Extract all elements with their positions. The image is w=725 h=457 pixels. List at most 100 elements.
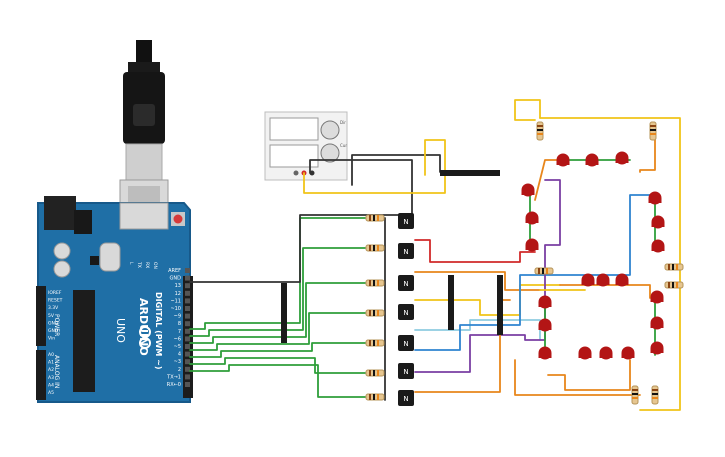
digital-pin-socket[interactable] xyxy=(185,328,190,334)
wire-base-signal[interactable] xyxy=(189,217,366,330)
wire-base-signal[interactable] xyxy=(189,364,366,398)
reset-button[interactable] xyxy=(173,214,183,224)
red-led[interactable] xyxy=(648,191,662,205)
terminal-ground[interactable] xyxy=(293,170,299,176)
resistor[interactable] xyxy=(651,385,659,405)
wiring xyxy=(189,99,681,411)
npn-transistor[interactable]: N xyxy=(398,335,414,351)
resistor[interactable] xyxy=(365,369,385,377)
wire-collector-5[interactable] xyxy=(414,194,651,351)
npn-transistor[interactable]: N xyxy=(398,213,414,229)
wire-led-tr[interactable] xyxy=(639,139,656,173)
transistor-body xyxy=(398,363,414,379)
red-led[interactable] xyxy=(615,151,629,165)
current-knob[interactable] xyxy=(320,143,340,163)
resistor[interactable] xyxy=(664,281,684,289)
red-led[interactable] xyxy=(538,346,552,360)
wire-base-signal[interactable] xyxy=(189,357,366,374)
usb-logo-icon xyxy=(133,104,155,126)
red-led[interactable] xyxy=(525,211,539,225)
wire-led-top-loop[interactable] xyxy=(514,99,541,121)
power-header-strip xyxy=(36,286,46,346)
analog-pin-label: A5 xyxy=(48,390,54,396)
wire-collector-4[interactable] xyxy=(414,319,541,341)
red-led[interactable] xyxy=(521,183,535,197)
transistor-body xyxy=(398,335,414,351)
transistor-label: N xyxy=(403,248,408,256)
digital-pin-socket[interactable] xyxy=(185,283,190,289)
wire-base-signal[interactable] xyxy=(189,342,366,358)
wire-led-bottom-loop[interactable] xyxy=(514,359,641,396)
red-led[interactable] xyxy=(596,273,610,287)
wire-collector-7[interactable] xyxy=(414,299,511,393)
red-led[interactable] xyxy=(651,215,665,229)
red-led[interactable] xyxy=(650,341,664,355)
wire-led-right-mid[interactable] xyxy=(559,284,651,299)
digital-pin-socket[interactable] xyxy=(185,268,190,273)
wire-base-signal[interactable] xyxy=(189,282,366,344)
npn-transistor[interactable]: N xyxy=(398,363,414,379)
npn-transistor[interactable]: N xyxy=(398,243,414,259)
resistor[interactable] xyxy=(365,214,385,222)
digital-pin-socket[interactable] xyxy=(185,306,190,311)
resistor[interactable] xyxy=(365,339,385,347)
digital-pin-socket[interactable] xyxy=(185,382,190,387)
red-led[interactable] xyxy=(538,295,552,309)
resistor[interactable] xyxy=(365,309,385,317)
npn-transistor[interactable]: N xyxy=(398,304,414,320)
red-led[interactable] xyxy=(651,239,665,253)
digital-pin-socket[interactable] xyxy=(185,321,190,327)
digital-pin-socket[interactable] xyxy=(185,351,190,357)
wire-collector-1[interactable] xyxy=(414,239,536,263)
resistor-band xyxy=(537,133,543,135)
resistor-band xyxy=(542,268,544,274)
red-led[interactable] xyxy=(615,273,629,287)
led-base xyxy=(615,158,629,163)
red-led[interactable] xyxy=(578,346,592,360)
red-led[interactable] xyxy=(581,273,595,287)
digital-pin-socket[interactable] xyxy=(185,359,190,365)
digital-pin-socket[interactable] xyxy=(185,313,190,319)
red-led[interactable] xyxy=(538,318,552,332)
digital-pin-socket[interactable] xyxy=(185,275,190,281)
wire-base-signal[interactable] xyxy=(189,312,366,351)
resistor[interactable] xyxy=(534,267,554,275)
resistor[interactable] xyxy=(365,244,385,252)
digital-pin-socket[interactable] xyxy=(185,336,190,342)
resistor[interactable] xyxy=(649,121,657,141)
resistor[interactable] xyxy=(365,393,385,401)
red-led[interactable] xyxy=(621,346,635,360)
red-led[interactable] xyxy=(650,316,664,330)
red-led[interactable] xyxy=(585,153,599,167)
red-led[interactable] xyxy=(599,346,613,360)
resistor[interactable] xyxy=(664,263,684,271)
resistor[interactable] xyxy=(631,385,639,405)
led-base xyxy=(621,353,635,358)
wire-collector-6[interactable] xyxy=(414,179,561,373)
resistor-band xyxy=(377,394,379,400)
dc-power-supply[interactable]: Dir Cur xyxy=(264,111,348,181)
digital-pin-socket[interactable] xyxy=(185,290,190,296)
wire-supply-positive[interactable] xyxy=(303,139,446,194)
wire-base-signal[interactable] xyxy=(189,247,366,337)
red-led[interactable] xyxy=(525,238,539,252)
wire-supply-negative[interactable] xyxy=(351,154,441,186)
npn-transistor[interactable]: N xyxy=(398,275,414,291)
red-led[interactable] xyxy=(556,153,570,167)
digital-pin-socket[interactable] xyxy=(185,366,190,372)
red-led[interactable] xyxy=(650,290,664,304)
digital-pin-socket[interactable] xyxy=(185,298,190,304)
usb-cable[interactable] xyxy=(119,40,169,226)
wire-led-bottom[interactable] xyxy=(547,359,631,391)
voltage-knob[interactable] xyxy=(320,120,340,140)
digital-pin-socket[interactable] xyxy=(185,374,190,380)
wire-collector-2[interactable] xyxy=(414,271,541,291)
digital-pin-socket[interactable] xyxy=(185,344,190,349)
resistor[interactable] xyxy=(536,121,544,141)
npn-transistor[interactable]: N xyxy=(398,390,414,406)
resistor[interactable] xyxy=(365,279,385,287)
